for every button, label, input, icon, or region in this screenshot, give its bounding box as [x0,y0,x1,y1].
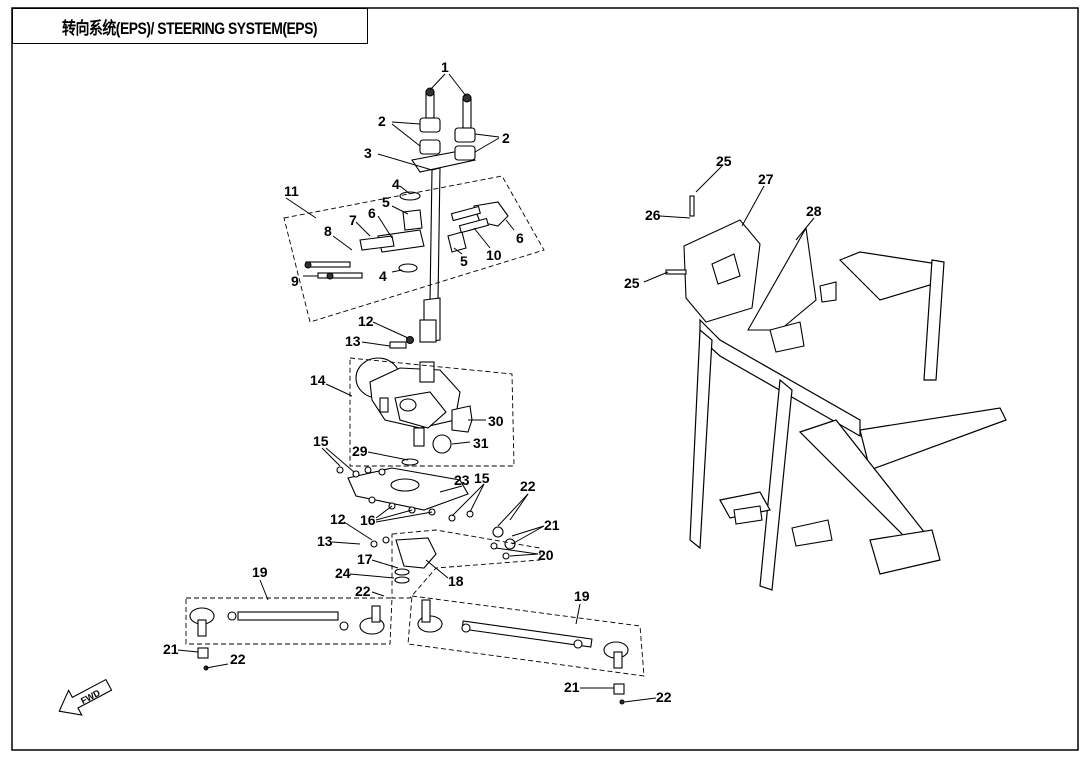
group-box-11 [283,175,545,323]
callout-21-mid: 21 [544,517,560,533]
callout-21-right: 21 [564,679,580,695]
callout-19-left: 19 [252,564,268,580]
callout-15-left: 15 [313,433,329,449]
callout-2-right: 2 [502,130,510,146]
leader-lines [177,73,815,703]
fwd-arrow-icon: FWD [58,678,113,716]
callout-12-top: 12 [358,313,374,329]
callout-14: 14 [310,372,326,388]
mount-plate [336,466,474,522]
group-box-pitman [391,529,541,599]
callout-22-upper: 22 [520,478,536,494]
callout-29: 29 [352,443,368,459]
callout-8: 8 [324,223,332,239]
callout-3: 3 [364,145,372,161]
tie-rod-left [189,605,385,671]
callout-10: 10 [486,247,502,263]
callout-25-top: 25 [716,153,732,169]
vehicle-frame [665,195,1007,591]
callout-30: 30 [488,413,504,429]
callout-labels: 1 2 2 3 4 4 5 5 6 6 7 8 9 10 11 12 12 13… [163,59,822,705]
callout-6-right: 6 [516,230,524,246]
callout-20: 20 [538,547,554,563]
tie-rod-right [417,599,629,705]
group-box-14 [349,357,515,467]
callout-5-bottom: 5 [460,253,468,269]
callout-13-top: 13 [345,333,361,349]
callout-15-right: 15 [474,470,490,486]
callout-9: 9 [291,273,299,289]
callout-13-bottom: 13 [317,533,333,549]
callout-25-bottom: 25 [624,275,640,291]
callout-4-bottom: 4 [379,268,387,284]
callout-26: 26 [645,207,661,223]
callout-23: 23 [454,472,470,488]
callout-2-left: 2 [378,113,386,129]
callout-11: 11 [284,183,299,199]
callout-18: 18 [448,573,464,589]
eps-unit [355,357,473,466]
callout-22-right: 22 [656,689,672,705]
group-box-19-right [407,595,645,677]
steering-column [304,87,509,349]
group-box-19-left [185,597,393,645]
callout-22-pitman: 22 [355,583,371,599]
callout-31: 31 [473,435,489,451]
callout-21-left: 21 [163,641,179,657]
callout-27: 27 [758,171,774,187]
callout-4-top: 4 [392,176,400,192]
callout-24: 24 [335,565,351,581]
callout-16: 16 [360,512,376,528]
callout-28: 28 [806,203,822,219]
callout-6-left: 6 [368,205,376,221]
page-title: 转向系统(EPS)/ STEERING SYSTEM(EPS) [62,18,318,38]
pitman-arm [370,526,516,584]
callout-1: 1 [441,59,449,75]
callout-22-left: 22 [230,651,246,667]
callout-12-bottom: 12 [330,511,346,527]
callout-5-top: 5 [382,194,390,210]
title-box: 转向系统(EPS)/ STEERING SYSTEM(EPS) [12,8,368,44]
outer-border [11,7,1079,751]
callout-19-right: 19 [574,588,590,604]
callout-17: 17 [357,551,373,567]
callout-7: 7 [349,212,357,228]
